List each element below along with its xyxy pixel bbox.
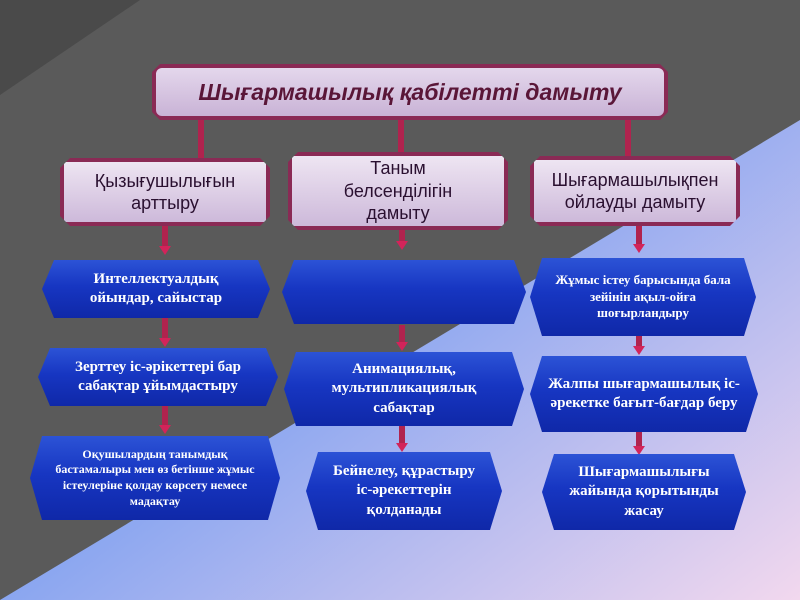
category-box-creative: Шығармашылықпен ойлауды дамыту xyxy=(530,156,740,226)
category-label: Шығармашылықпен ойлауды дамыту xyxy=(551,169,719,212)
activity-label: Интеллектуалдық ойындар, сайыстар xyxy=(89,270,223,306)
connector-line xyxy=(162,405,168,427)
arrow-icon xyxy=(396,342,408,351)
connector-line xyxy=(398,118,404,154)
connector-line xyxy=(162,224,168,248)
activity-box-empty xyxy=(282,260,526,324)
activity-label: Бейнелеу, құрастыру іс-әрекеттерін қолда… xyxy=(332,462,476,518)
activity-label: Жұмыс істеу барысында бала зейінін ақыл-… xyxy=(555,271,731,321)
activity-box: Зерттеу іс-әрікеттері бар сабақтар ұйымд… xyxy=(38,348,278,406)
arrow-icon xyxy=(396,241,408,250)
activity-box: Жұмыс істеу барысында бала зейінін ақыл-… xyxy=(530,258,756,336)
arrow-icon xyxy=(633,446,645,455)
arrow-icon xyxy=(633,346,645,355)
activity-label: Жалпы шығармашылық іс-әрекетке бағыт-бағ… xyxy=(548,375,740,411)
diagram-title: Шығармашылық қабілетті дамыту xyxy=(198,78,622,105)
connector-line xyxy=(625,118,631,160)
diagram-title-box: Шығармашылық қабілетті дамыту xyxy=(152,64,668,120)
activity-box: Анимациялық, мультипликациялық сабақтар xyxy=(284,352,524,426)
arrow-icon xyxy=(159,338,171,347)
arrow-icon xyxy=(159,246,171,255)
activity-label: Шығармашылығы жайында қорытынды жасау xyxy=(569,463,719,519)
activity-box: Оқушылардың танымдық бастамалыры мен өз … xyxy=(30,436,280,520)
connector-line xyxy=(636,224,642,246)
category-label: Таным белсенділігін дамыту xyxy=(343,158,453,224)
activity-label: Зерттеу іс-әрікеттері бар сабақтар ұйымд… xyxy=(75,358,241,394)
arrow-icon xyxy=(159,425,171,434)
activity-box: Интеллектуалдық ойындар, сайыстар xyxy=(42,260,270,318)
category-box-cognitive: Таным белсенділігін дамыту xyxy=(288,152,508,230)
activity-label: Анимациялық, мультипликациялық сабақтар xyxy=(331,360,477,416)
activity-box: Жалпы шығармашылық іс-әрекетке бағыт-бағ… xyxy=(530,356,758,432)
connector-line xyxy=(636,336,642,348)
activity-box: Бейнелеу, құрастыру іс-әрекеттерін қолда… xyxy=(306,452,502,530)
connector-line xyxy=(399,325,405,343)
activity-label: Оқушылардың танымдық бастамалыры мен өз … xyxy=(55,446,255,508)
arrow-icon xyxy=(633,244,645,253)
activity-box: Шығармашылығы жайында қорытынды жасау xyxy=(542,454,746,530)
connector-line xyxy=(636,432,642,448)
connector-line xyxy=(162,318,168,340)
connector-line xyxy=(198,118,204,162)
arrow-icon xyxy=(396,443,408,452)
category-box-interest: Қызығушылығын арттыру xyxy=(60,158,270,226)
connector-line xyxy=(399,228,405,242)
connector-line xyxy=(399,425,405,445)
category-label: Қызығушылығын арттыру xyxy=(94,170,236,213)
